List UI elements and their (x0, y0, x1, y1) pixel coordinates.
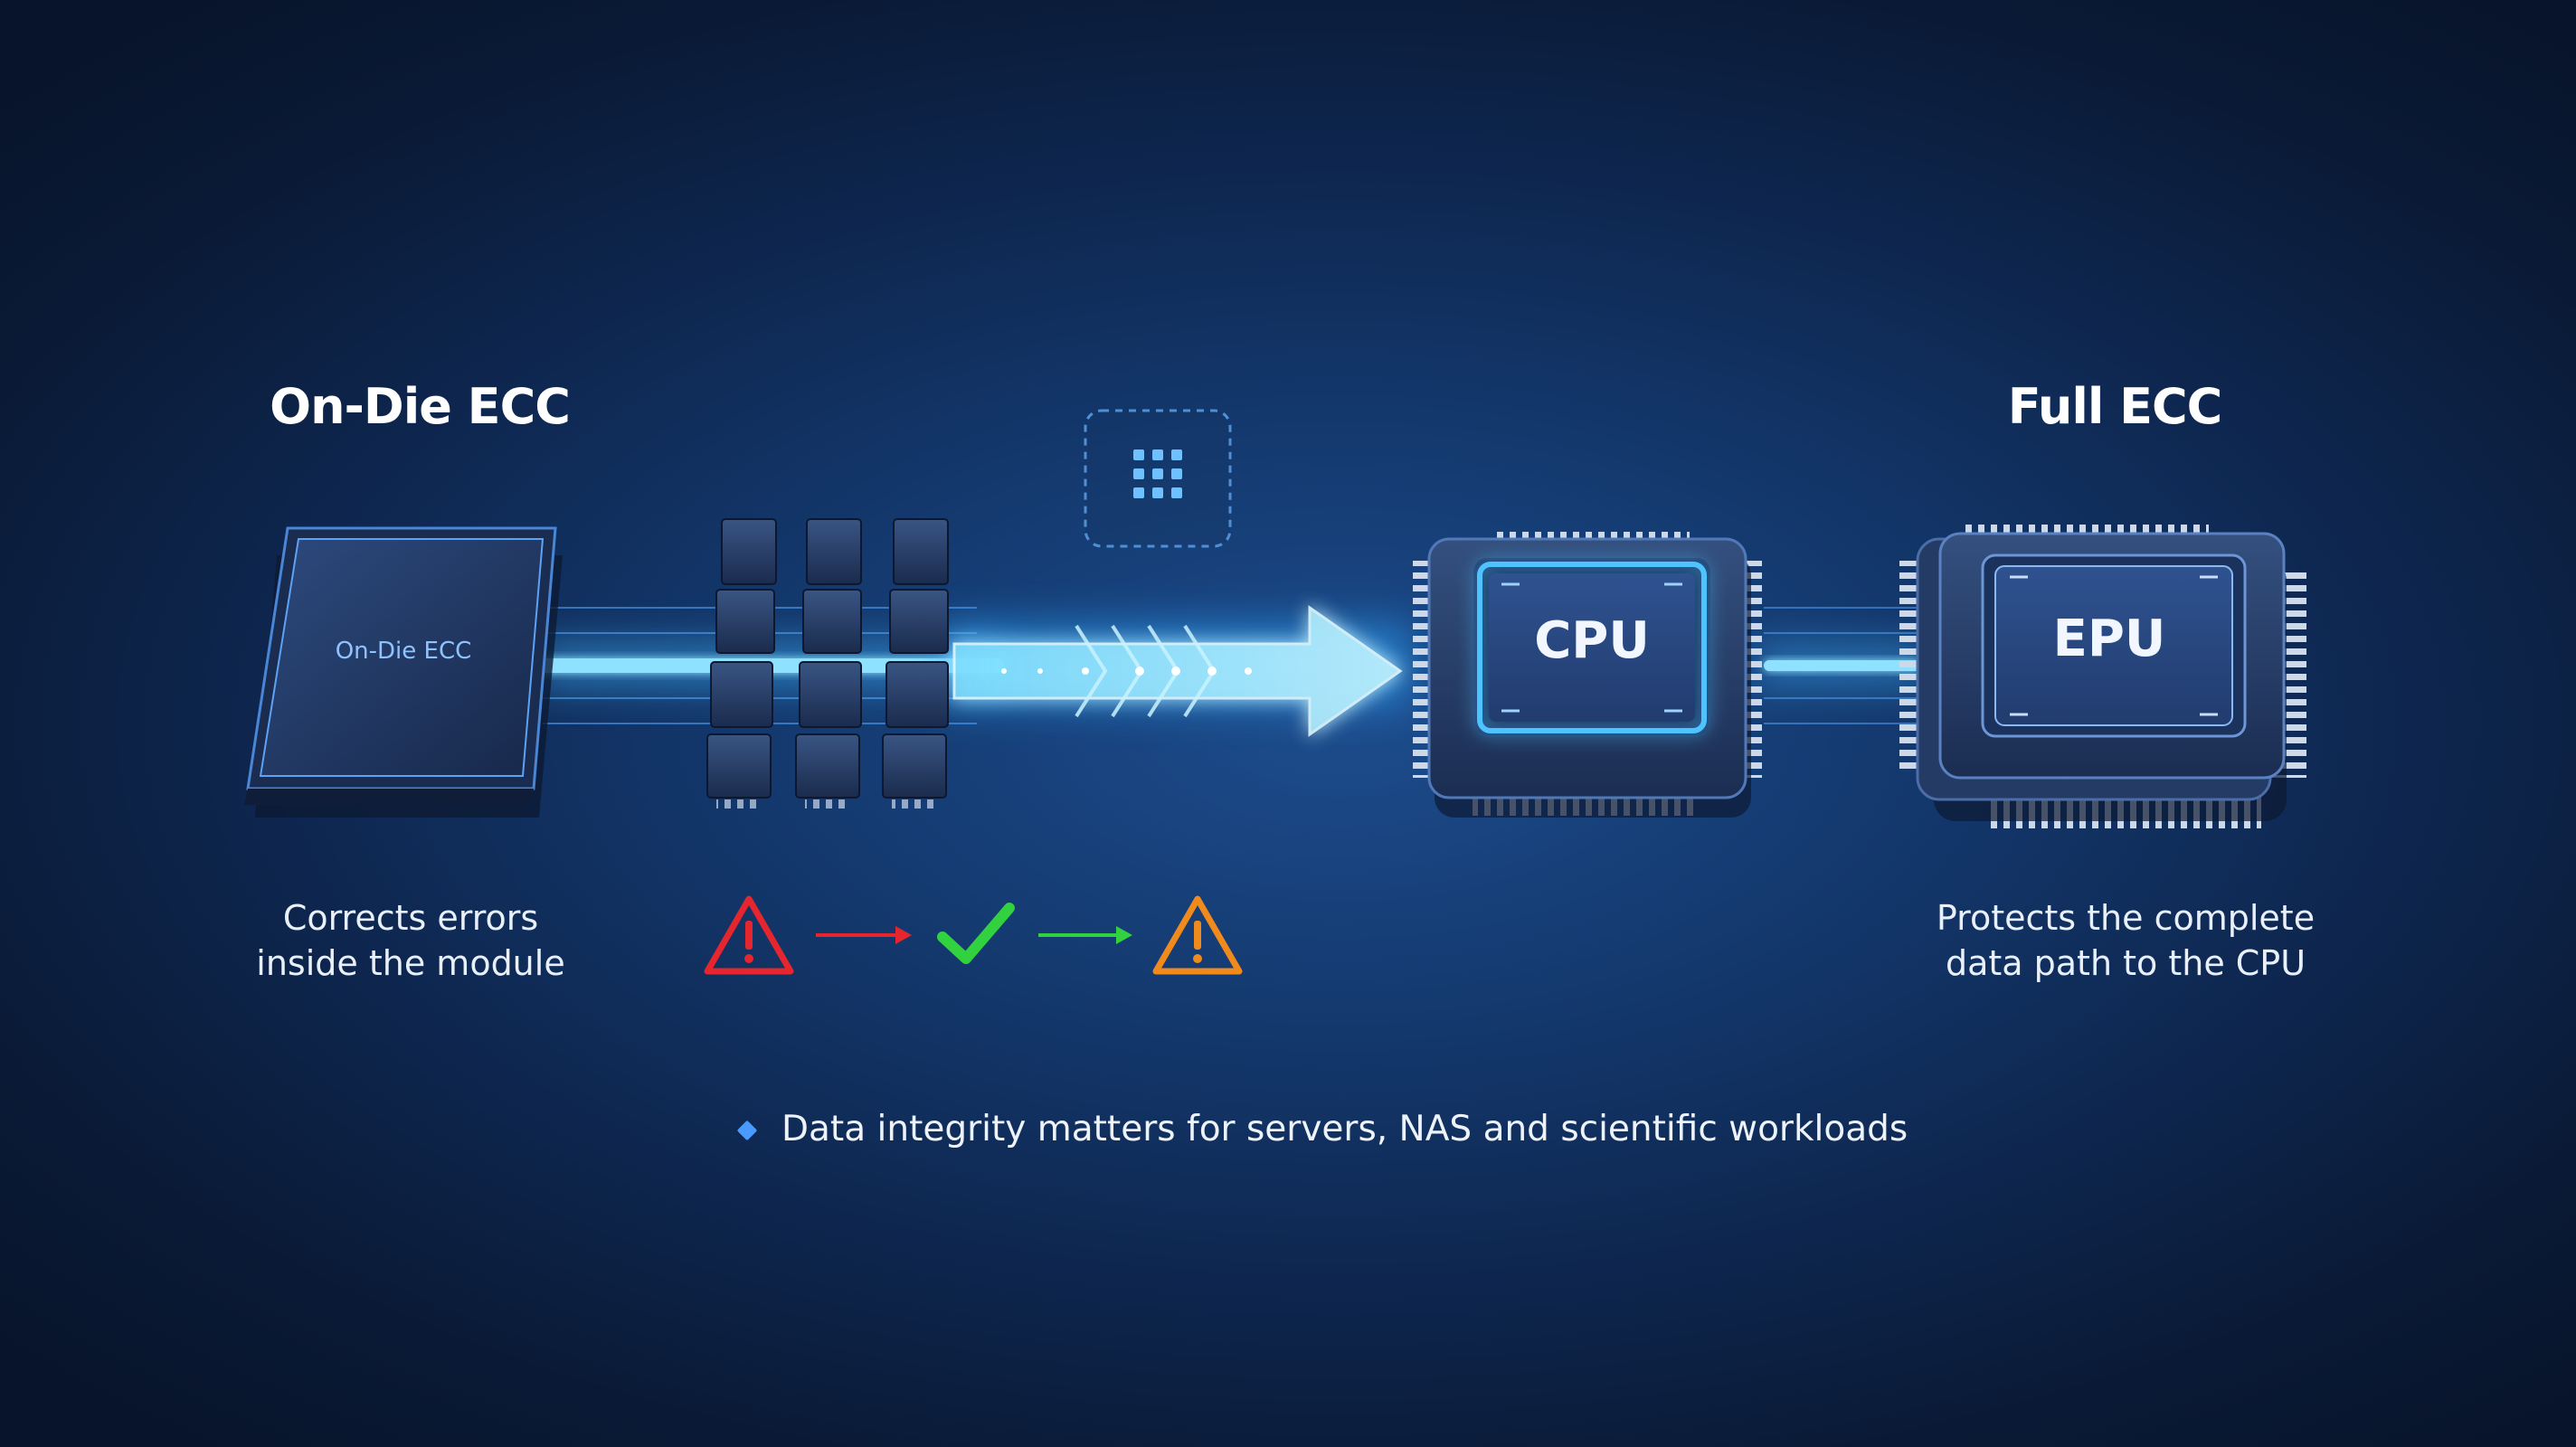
cpu-label: CPU (1534, 611, 1650, 670)
memory-column-1 (706, 518, 777, 809)
full-ecc-heading: Full ECC (2007, 378, 2223, 435)
full-ecc-caption: Protects the complete data path to the C… (1937, 895, 2315, 986)
cpu-chip: CPU (1413, 532, 1762, 818)
arrow-right-icon (816, 926, 912, 944)
memory-column-2 (795, 518, 862, 809)
on-die-ecc-heading: On-Die ECC (270, 378, 571, 435)
arrow-right-icon (1038, 926, 1132, 944)
module-label: On-Die ECC (336, 638, 472, 665)
data-flow-arrow (941, 605, 1411, 737)
memory-cell-blocks (706, 518, 949, 809)
checkmark-icon (937, 903, 1015, 964)
caption-line: data path to the CPU (1945, 943, 2306, 983)
on-die-ecc-module: On-Die ECC (244, 526, 563, 818)
epu-label: EPU (2053, 610, 2166, 668)
caption-line: Protects the complete (1936, 898, 2316, 938)
caption-line: inside the module (256, 943, 565, 983)
warning-icon (1152, 895, 1243, 975)
caption-line: Corrects errors (282, 898, 539, 938)
footer-note: Data integrity matters for servers, NAS … (781, 1109, 1908, 1149)
grid-icon (1084, 409, 1232, 548)
warning-icon (704, 895, 794, 975)
memory-column-3 (882, 518, 949, 809)
status-sequence (704, 895, 1243, 975)
on-die-ecc-caption: Corrects errors inside the module (256, 895, 564, 986)
epu-chip: EPU (1899, 525, 2306, 828)
